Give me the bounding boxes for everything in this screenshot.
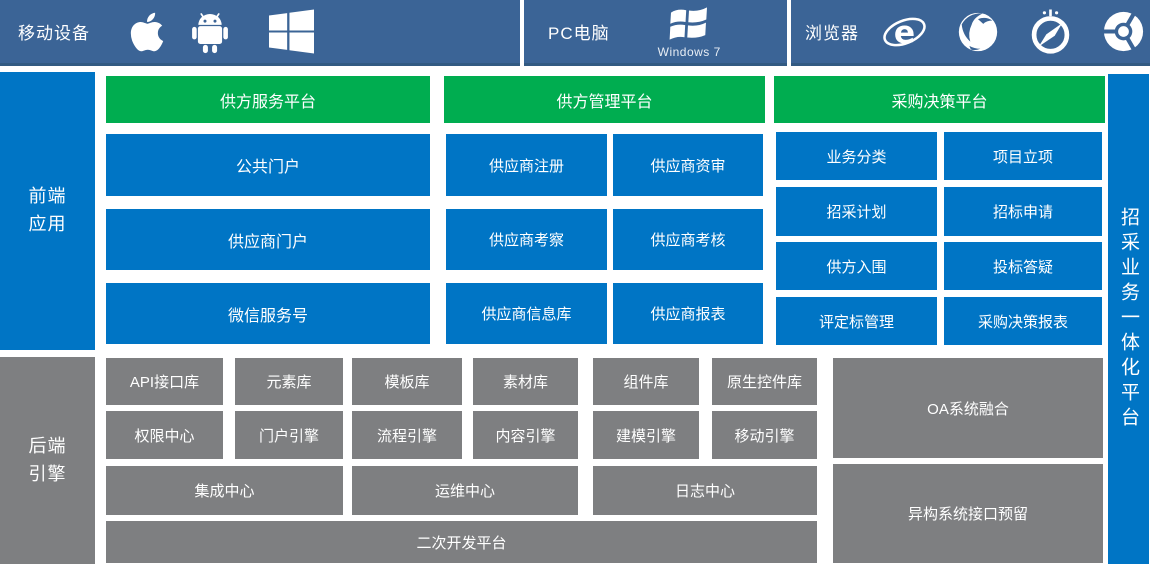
integration-platform-label: 招采业务一体化平台: [1118, 206, 1139, 432]
chrome-icon: [1100, 8, 1147, 55]
module-box: 门户引擎: [235, 411, 343, 459]
module-box: 元素库: [235, 358, 343, 405]
module-box: 内容引擎: [473, 411, 578, 459]
module-box: 采购决策报表: [944, 297, 1102, 345]
mobile-icons: [130, 8, 315, 55]
module-box: 异构系统接口预留: [833, 464, 1103, 563]
module-box: 评定标管理: [776, 297, 937, 345]
ie-icon: e: [881, 9, 928, 55]
firefox-icon: [955, 9, 1001, 55]
backend-side-label: 后端 引擎: [0, 357, 95, 564]
browsers-label: 浏览器: [805, 24, 859, 43]
module-box: 微信服务号: [106, 283, 430, 344]
module-box: API接口库: [106, 358, 223, 405]
right-vertical-bar: 招采业务一体化平台: [1108, 74, 1149, 564]
platform-header-supplier-management: 供方管理平台: [444, 76, 765, 123]
safari-icon: [1028, 8, 1073, 56]
module-box: 供应商报表: [613, 283, 763, 344]
module-box: 建模引擎: [593, 411, 699, 459]
android-icon: [190, 8, 230, 55]
windows-icon: [268, 9, 315, 54]
module-box: 素材库: [473, 358, 578, 405]
module-box: 模板库: [352, 358, 462, 405]
module-box: 组件库: [593, 358, 699, 405]
platform-header-procurement-decision: 采购决策平台: [774, 76, 1105, 123]
windows7-icon: [666, 5, 712, 45]
browser-icons: e: [881, 8, 1147, 56]
platform-header-supplier-service: 供方服务平台: [106, 76, 430, 123]
frontend-side-label: 前端 应用: [0, 72, 95, 350]
apple-icon: [130, 10, 164, 54]
windows7-logo: Windows 7: [658, 5, 721, 58]
module-box: 供应商资审: [613, 134, 763, 196]
mobile-devices-label: 移动设备: [18, 24, 90, 43]
module-box: 供应商门户: [106, 209, 430, 270]
module-box: 招采计划: [776, 187, 937, 236]
topbar-section-browser: 浏览器 e: [791, 0, 1150, 66]
module-box: 权限中心: [106, 411, 223, 459]
module-box: 供应商信息库: [446, 283, 607, 344]
module-box: 公共门户: [106, 134, 430, 196]
module-box: 流程引擎: [352, 411, 462, 459]
module-box: 项目立项: [944, 132, 1102, 180]
module-box: 供方入围: [776, 242, 937, 290]
module-box: 二次开发平台: [106, 521, 817, 563]
pc-label: PC电脑: [548, 24, 610, 43]
module-box: 集成中心: [106, 466, 343, 515]
module-box: 移动引擎: [712, 411, 817, 459]
module-box: 投标答疑: [944, 242, 1102, 290]
svg-text:e: e: [894, 14, 915, 50]
module-box: 供应商考核: [613, 209, 763, 270]
module-box: OA系统融合: [833, 358, 1103, 458]
windows7-caption: Windows 7: [657, 45, 721, 59]
topbar-section-pc: PC电脑 Windows 7: [524, 0, 787, 66]
module-box: 运维中心: [352, 466, 578, 515]
module-box: 日志中心: [593, 466, 817, 515]
module-box: 招标申请: [944, 187, 1102, 236]
module-box: 业务分类: [776, 132, 937, 180]
module-box: 供应商考察: [446, 209, 607, 270]
topbar-section-mobile: 移动设备: [0, 0, 520, 66]
module-box: 供应商注册: [446, 134, 607, 196]
module-box: 原生控件库: [712, 358, 817, 405]
